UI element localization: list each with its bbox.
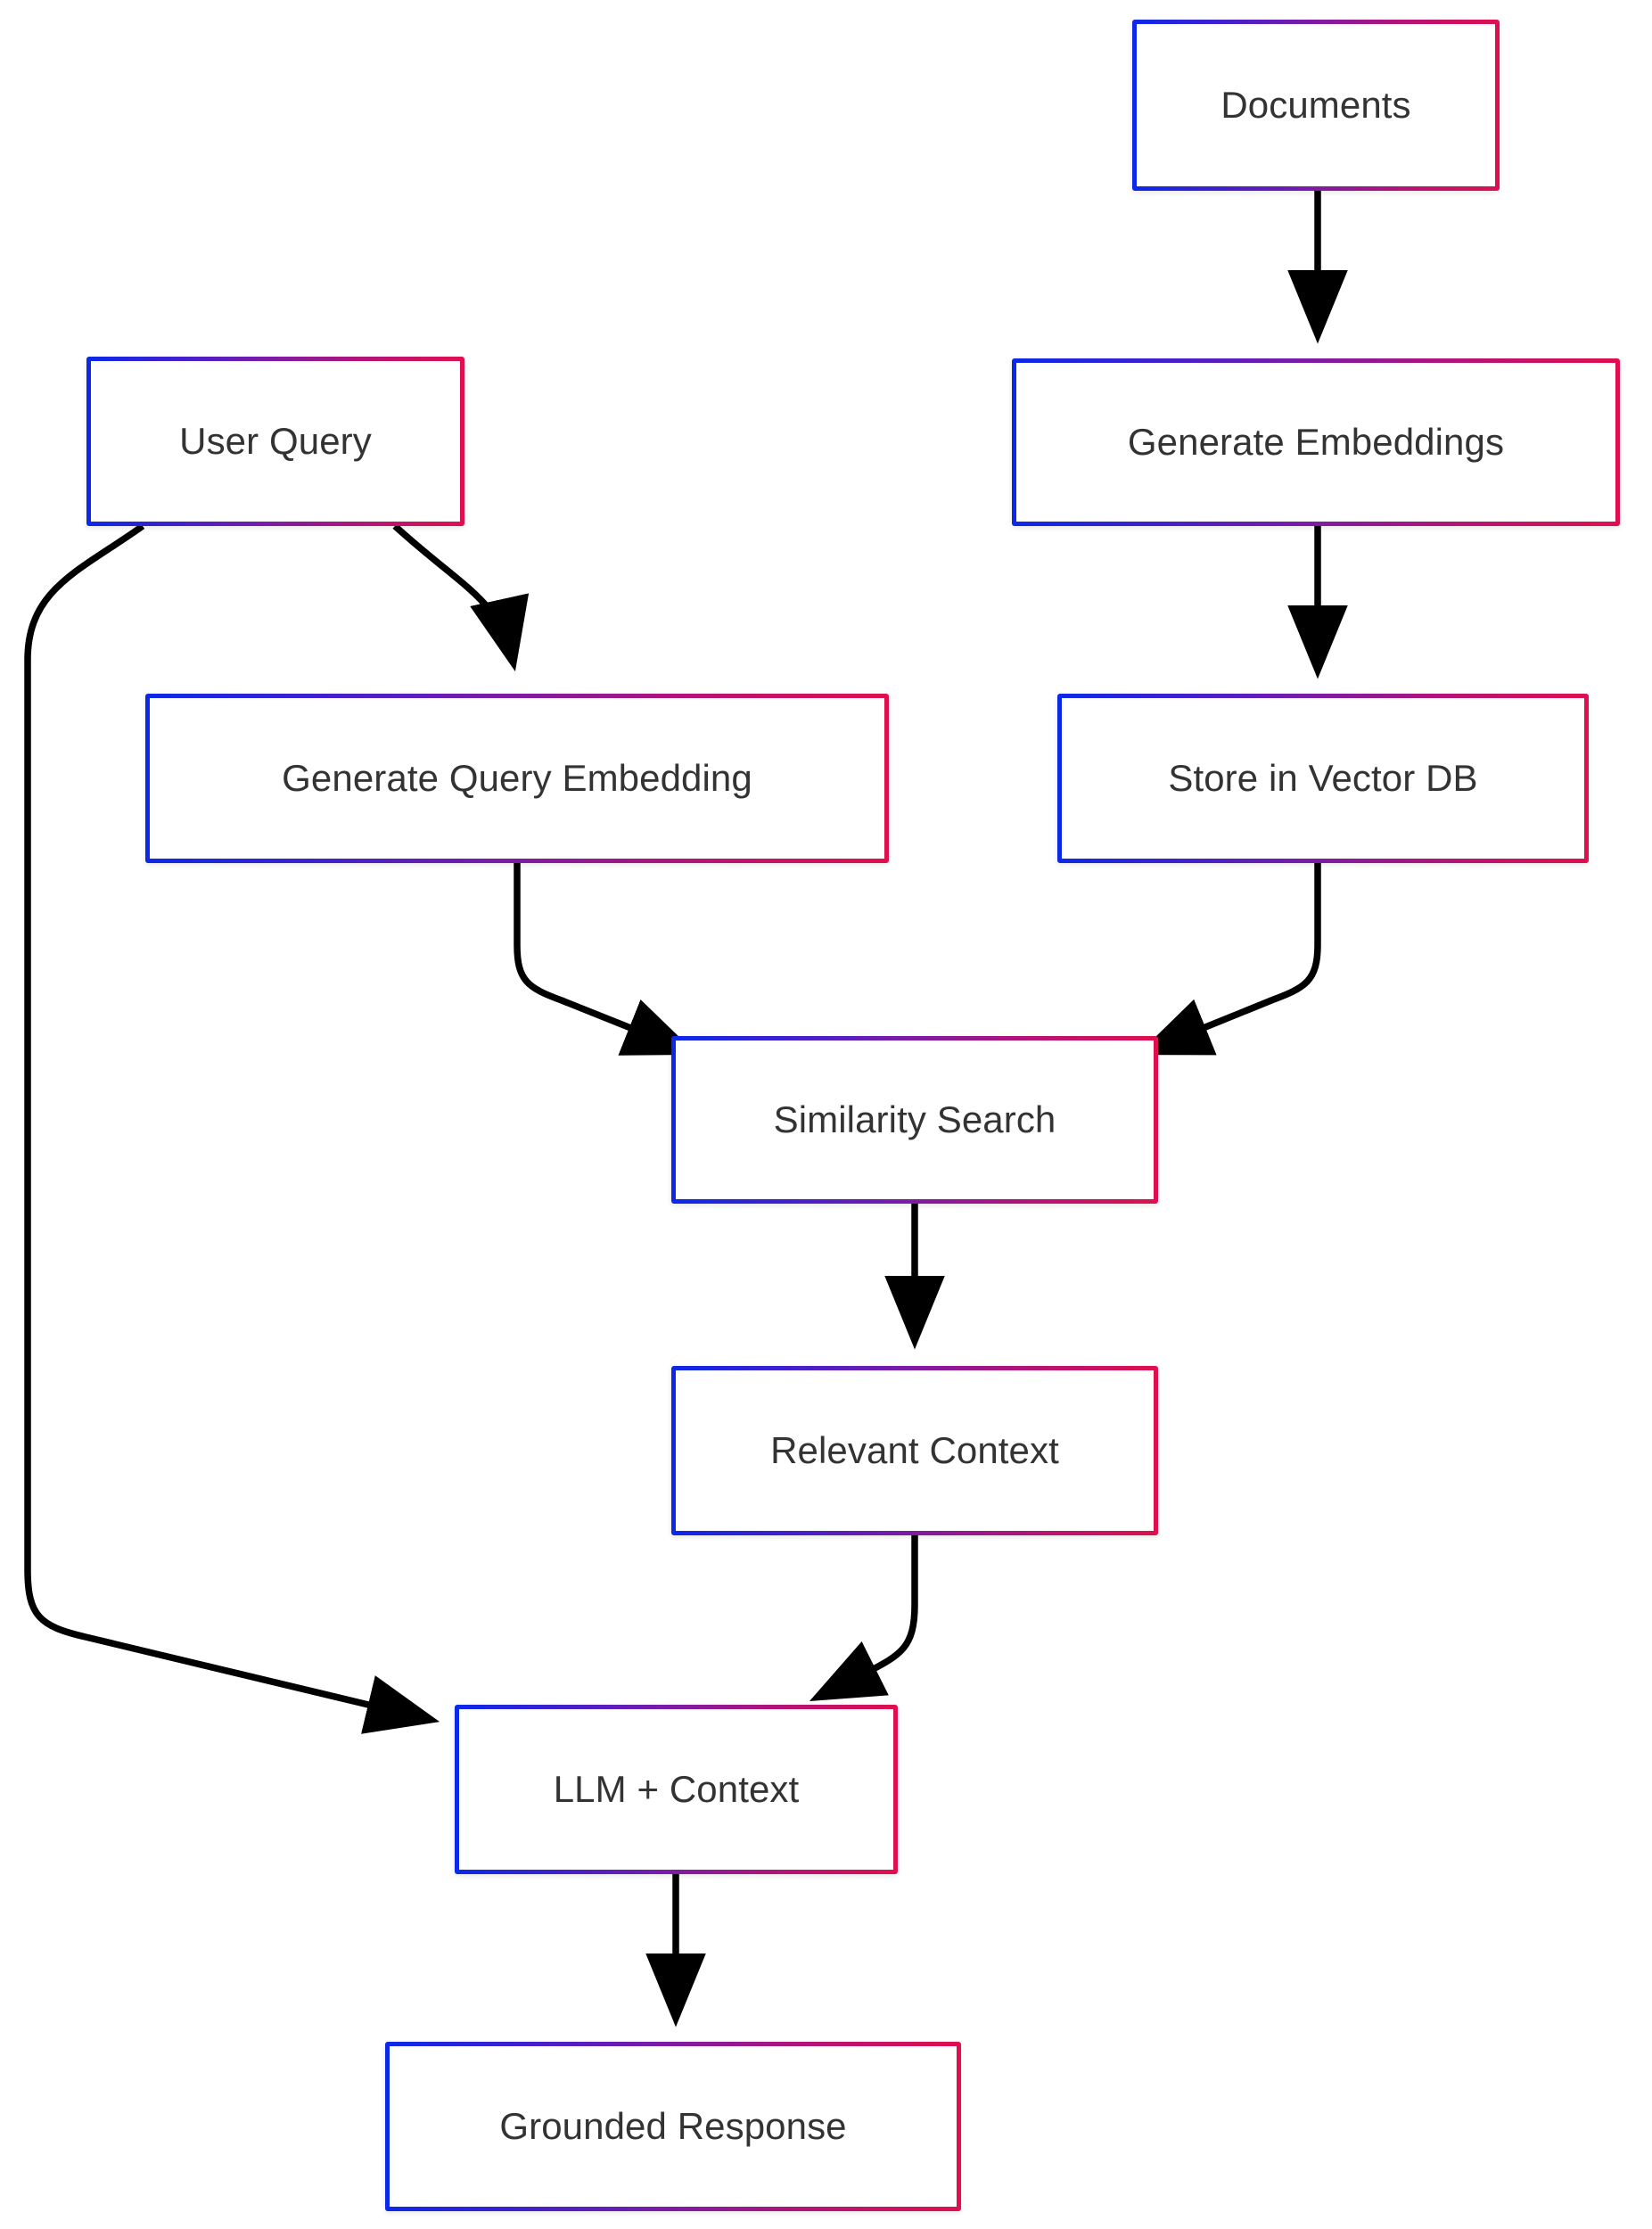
node-similarity-search[interactable]: Similarity Search xyxy=(671,1036,1158,1204)
node-llm-context-label: LLM + Context xyxy=(553,1767,800,1810)
node-user-query[interactable]: User Query xyxy=(86,357,464,526)
node-similarity-search-label: Similarity Search xyxy=(773,1098,1056,1140)
node-store-in-vector-db-label: Store in Vector DB xyxy=(1168,756,1478,799)
node-relevant-context-label: Relevant Context xyxy=(770,1428,1059,1471)
node-generate-query-embedding-label: Generate Query Embedding xyxy=(282,756,752,799)
node-grounded-response-label: Grounded Response xyxy=(499,2104,847,2147)
edge-user-query-to-llm-context xyxy=(24,522,440,1734)
node-documents[interactable]: Documents xyxy=(1132,20,1500,191)
node-documents-label: Documents xyxy=(1221,83,1411,126)
edge-user-query-to-generate-query-embedding xyxy=(392,523,530,672)
node-user-query-label: User Query xyxy=(179,419,372,462)
node-generate-embeddings[interactable]: Generate Embeddings xyxy=(1012,358,1620,526)
node-store-in-vector-db[interactable]: Store in Vector DB xyxy=(1057,694,1589,863)
node-llm-context[interactable]: LLM + Context xyxy=(455,1705,898,1874)
edge-generate-query-embedding-to-similarity-search xyxy=(514,863,698,1056)
node-generate-embeddings-label: Generate Embeddings xyxy=(1127,420,1505,463)
node-relevant-context[interactable]: Relevant Context xyxy=(671,1366,1158,1535)
edge-relevant-context-to-llm-context xyxy=(809,1535,918,1702)
edge-store-vector-db-to-similarity-search xyxy=(1137,863,1321,1056)
node-generate-query-embedding[interactable]: Generate Query Embedding xyxy=(145,694,889,863)
node-grounded-response[interactable]: Grounded Response xyxy=(385,2042,961,2211)
